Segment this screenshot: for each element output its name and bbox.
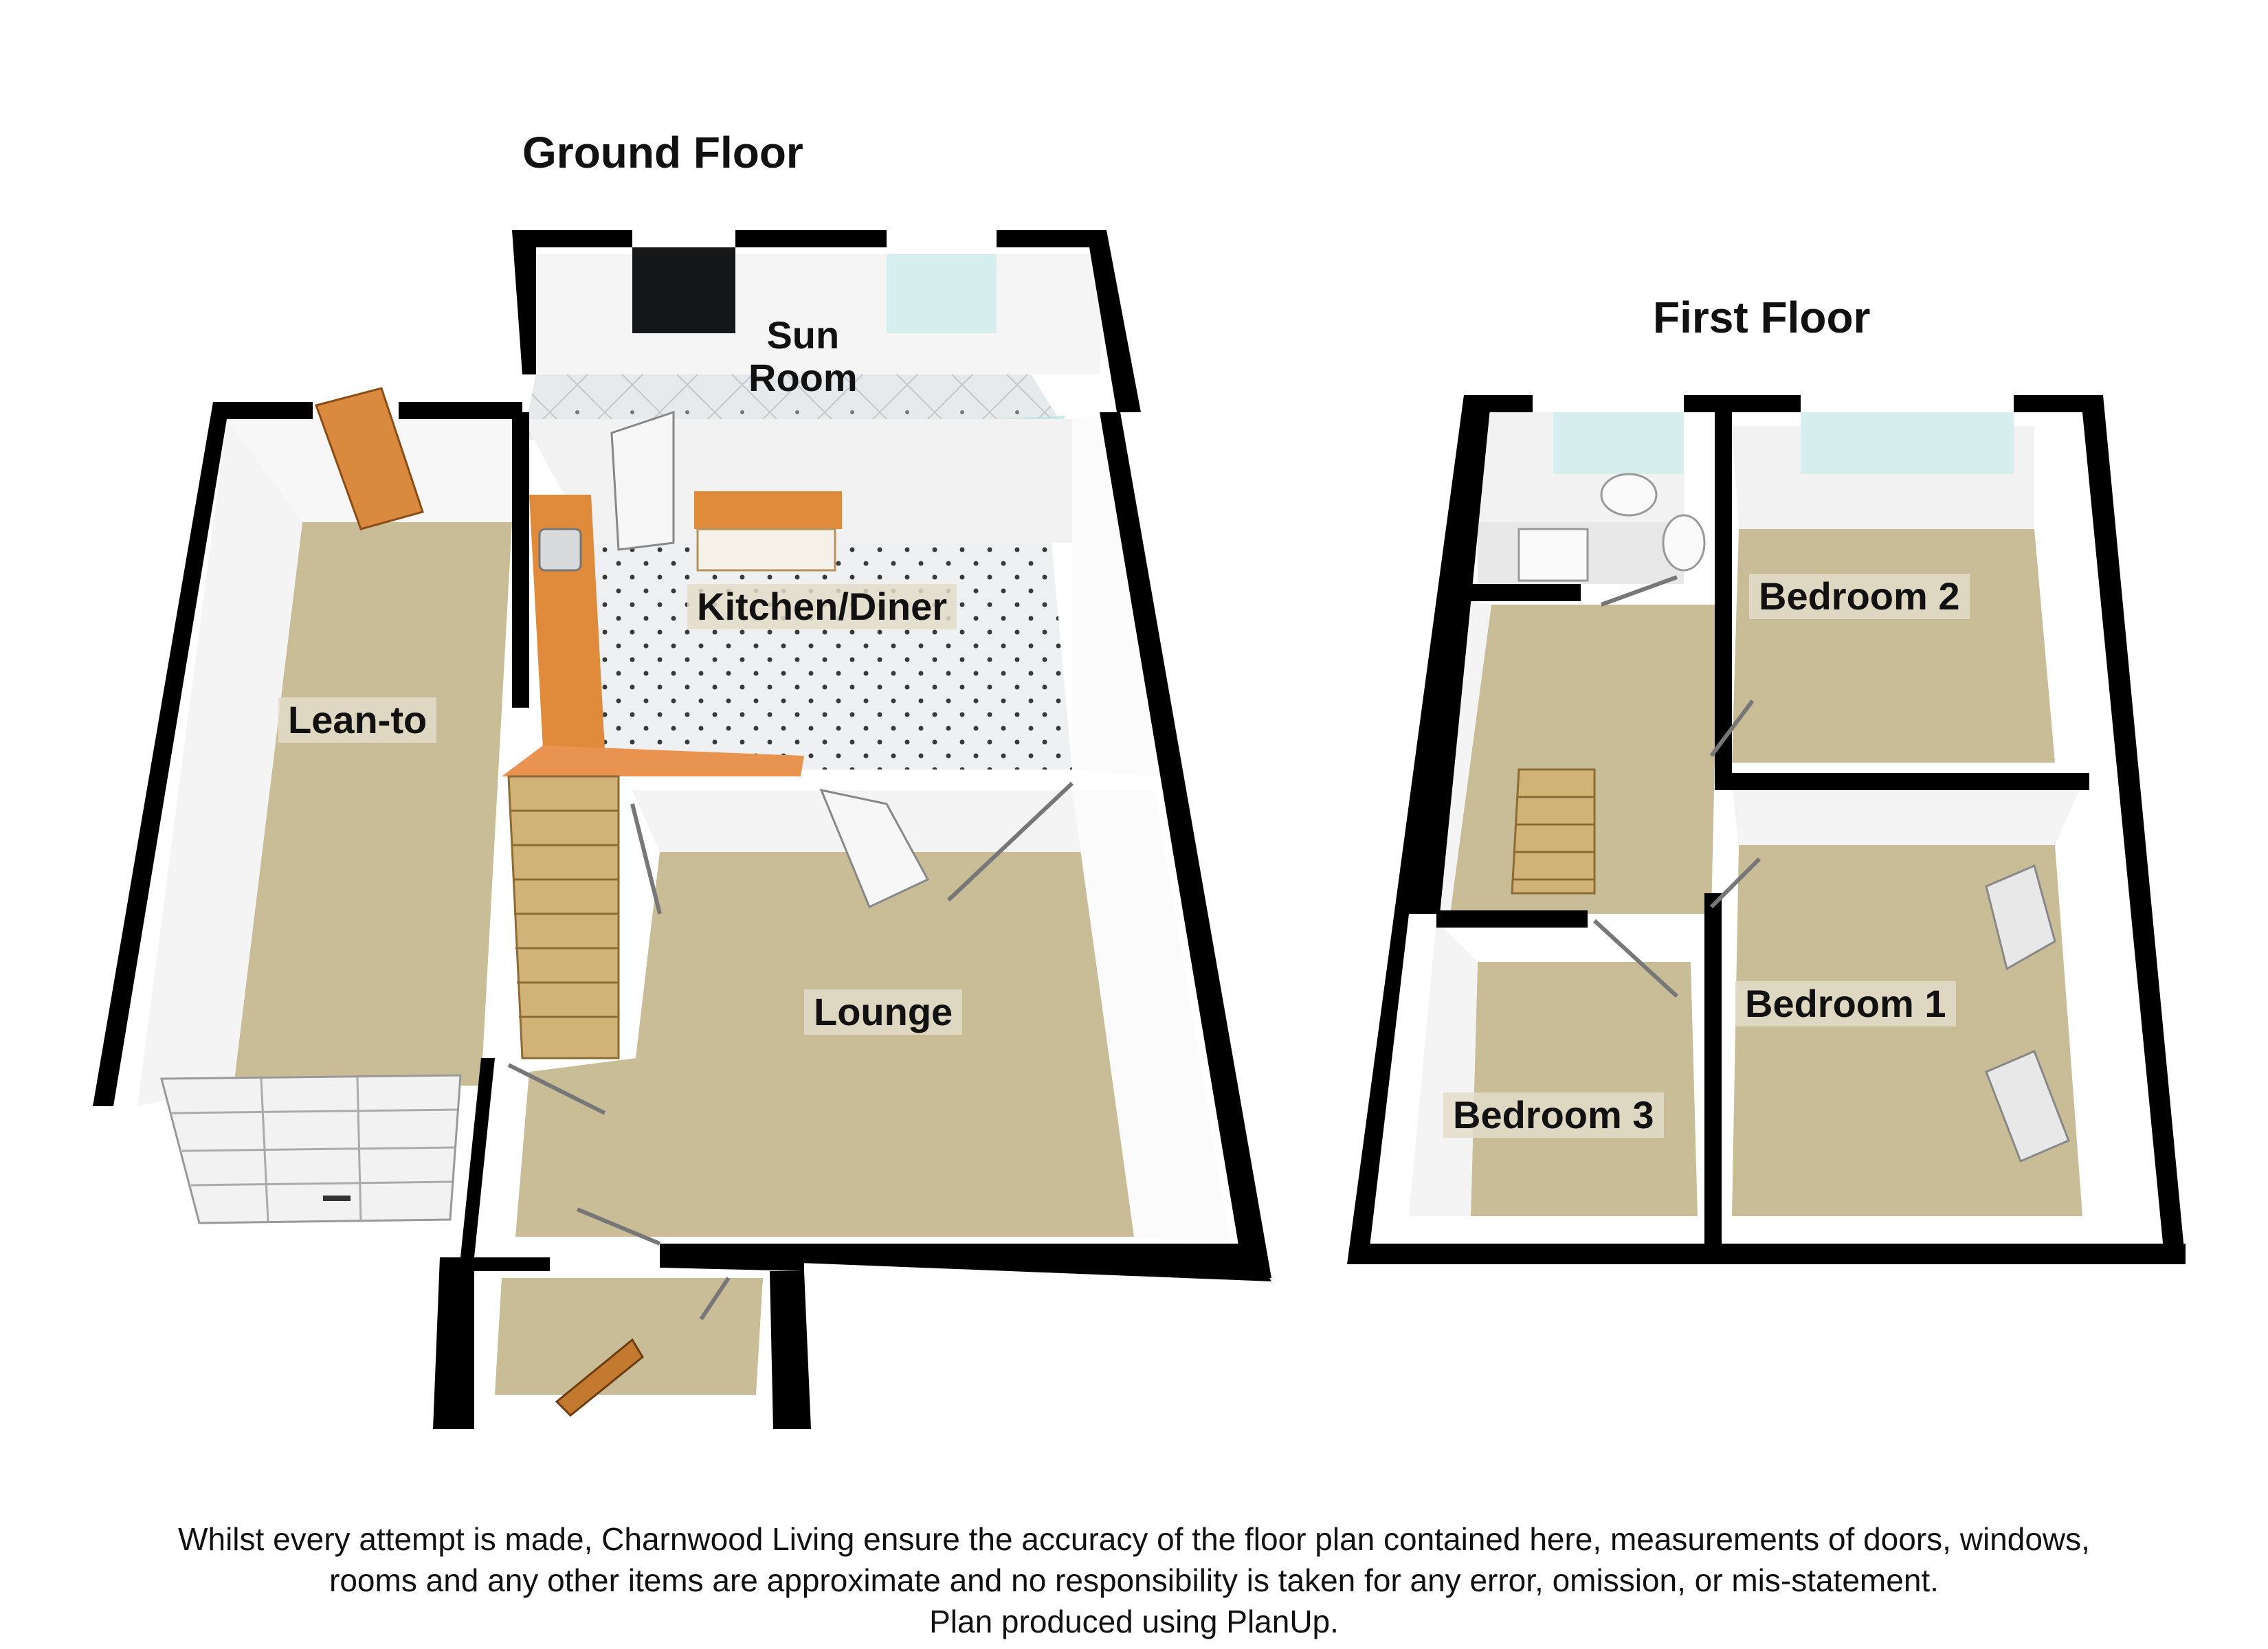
basin [1600, 473, 1658, 517]
sun-room-wall-outline-2 [735, 230, 887, 247]
lean-to-label: Lean-to [278, 697, 437, 743]
landing-stairs-treads [1513, 796, 1594, 881]
lounge-door-swing [946, 781, 1074, 902]
kitchen-worktop-bottom [502, 745, 804, 776]
lounge-floor [515, 852, 1134, 1237]
kitchen-worktop-top [694, 491, 842, 529]
bedroom-1-back-wall [1732, 783, 2082, 845]
lean-to-floor [234, 522, 512, 1086]
kitchen-cupboards [696, 528, 836, 572]
sun-room-inner-wall [632, 247, 735, 333]
bedroom-1-floor [1732, 845, 2082, 1216]
bedroom-2-window [1801, 412, 2014, 474]
sun-room-label: Sun Room [739, 313, 867, 400]
lounge-right-wall [1072, 790, 1230, 1244]
porch-wall-top [474, 1257, 550, 1271]
ground-floor-plan [93, 230, 1271, 1429]
stairs-door-swing [630, 803, 662, 915]
porch-front-door [555, 1338, 644, 1417]
porch-wall-left [433, 1257, 474, 1429]
lounge-kitchen-door [819, 788, 930, 909]
ff-outer-top-wall-left [1464, 395, 1533, 412]
bedroom-1-wardrobe-2 [1985, 1050, 2070, 1163]
kitchen-diner-label: Kitchen/Diner [687, 584, 957, 629]
disclaimer-line-2: rooms and any other items are approximat… [329, 1562, 1939, 1598]
bedroom-2-label: Bedroom 2 [1749, 574, 1970, 619]
sun-room-label-line2: Room [748, 355, 858, 399]
bedroom-3-door-swing [1592, 919, 1679, 998]
ff-wall-bed3-top [1436, 910, 1588, 928]
lean-to-rear-door [315, 387, 424, 530]
first-floor-plan [1347, 395, 2186, 1264]
bedroom-3-floor [1471, 962, 1698, 1216]
lounge-left-wall [460, 1058, 495, 1257]
sun-room-glass-top-2 [887, 254, 997, 333]
kitchen-right-wall [1072, 412, 1155, 776]
bedroom-3-left-wall [1409, 921, 1478, 1216]
kitchen-left-wall [512, 412, 529, 708]
kitchen-floor [591, 543, 1072, 770]
disclaimer-line-1: Whilst every attempt is made, Charnwood … [178, 1521, 2090, 1557]
bedroom-1-wardrobe [1985, 864, 2056, 971]
bedroom-2-floor [1732, 529, 2055, 763]
kitchen-sink [538, 528, 582, 572]
ff-wall-bed2-bed1 [1715, 773, 2089, 790]
sun-room-label-line1: Sun [766, 313, 840, 357]
porch-floor [495, 1278, 763, 1395]
bathroom-window [1553, 412, 1684, 474]
disclaimer-text: Whilst every attempt is made, Charnwood … [0, 1518, 2268, 1642]
bedroom-3-label: Bedroom 3 [1443, 1092, 1664, 1138]
lean-to-top-wall [399, 402, 522, 419]
bedroom-1-door-swing [1709, 857, 1761, 909]
ground-stairs-treads [510, 809, 619, 1018]
ff-outer-left-wall [1347, 395, 1491, 1264]
bath-tub [1517, 528, 1589, 582]
porch-side-door [699, 1277, 731, 1321]
kitchen-sunroom-door [610, 410, 675, 551]
ff-outer-top-wall-right [2014, 395, 2186, 1264]
lean-to-left-wall [137, 419, 302, 1106]
landing-stairs [1511, 768, 1596, 895]
bedroom-2-door-swing [1709, 699, 1755, 757]
ff-wall-bath-bottom [1464, 584, 1581, 601]
ff-wall-bed1-left [1704, 893, 1722, 1244]
bathroom-door-swing [1600, 575, 1678, 607]
ground-stairs [507, 775, 620, 1059]
garage-door [160, 1074, 462, 1224]
bedroom-1-label: Bedroom 1 [1735, 981, 1956, 1027]
ff-wall-bath-bed2 [1715, 409, 1732, 783]
ff-outer-bottom-wall [1368, 1244, 2186, 1264]
lounge-outer-right-wall [1100, 412, 1271, 1278]
disclaimer-line-3: Plan produced using PlanUp. [929, 1604, 1339, 1639]
ff-outer-top-wall-mid [1684, 395, 1801, 412]
first-floor-title: First Floor [1653, 293, 1871, 342]
toilet [1662, 514, 1706, 572]
sun-room-wall-outline [512, 230, 632, 374]
porch-wall-top-2 [660, 1247, 804, 1271]
porch-inner-door [576, 1207, 661, 1246]
porch-wall-right [770, 1271, 811, 1429]
hall-door-swing [507, 1063, 606, 1115]
sun-room-wall-outline-3 [997, 230, 1141, 412]
lounge-bottom-wall [660, 1244, 1271, 1281]
lounge-label: Lounge [804, 989, 963, 1035]
ground-floor-title: Ground Floor [522, 128, 803, 177]
lean-to-outer-wall [93, 402, 313, 1106]
